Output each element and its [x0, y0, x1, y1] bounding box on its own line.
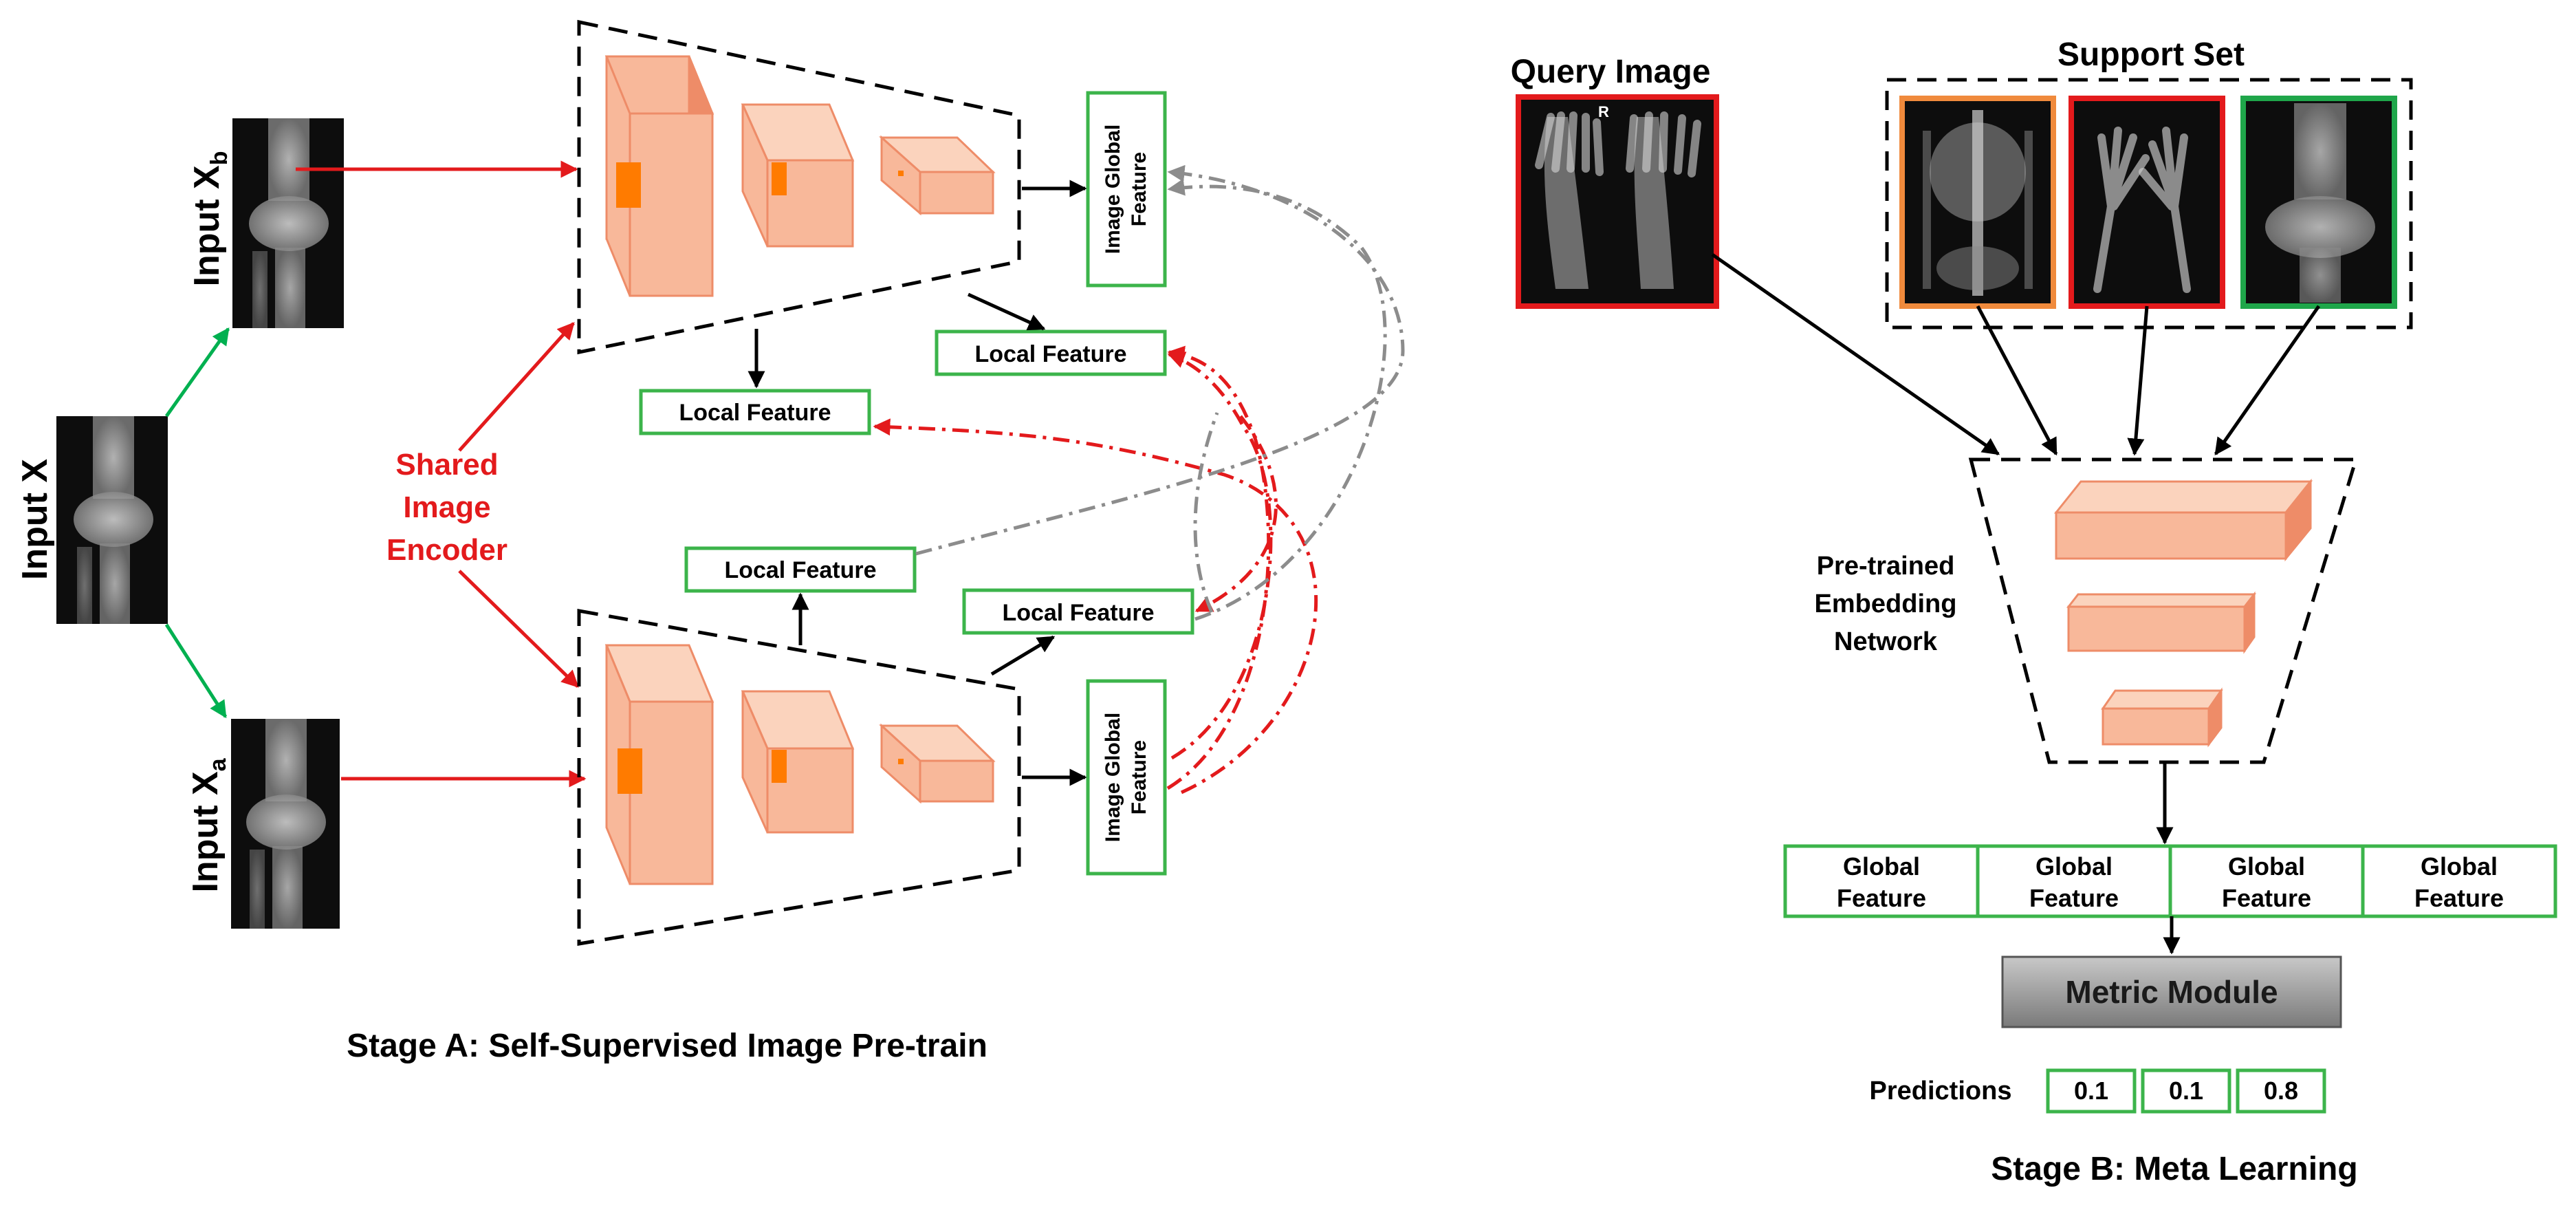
arrow-support-3-to-embedding [2214, 305, 2321, 456]
svg-text:Local Feature: Local Feature [679, 400, 831, 426]
svg-text:Shared: Shared [395, 448, 498, 482]
svg-text:R: R [1598, 103, 1609, 120]
svg-text:Pre-trained: Pre-trained [1817, 552, 1955, 581]
support-image-knee [2240, 96, 2397, 309]
svg-text:Feature: Feature [2222, 884, 2311, 912]
prediction-value-2: 0.1 [2169, 1077, 2203, 1105]
encoder-bottom-blocks [604, 644, 996, 885]
xray-input-xb [232, 118, 344, 328]
encoder-top-frame [577, 19, 1021, 355]
arrow-support-2-to-embedding [2127, 305, 2149, 456]
svg-text:Feature: Feature [2414, 884, 2504, 912]
red-arrow-shared-to-bottom [458, 570, 579, 688]
prediction-value-3: 0.8 [2264, 1077, 2298, 1105]
svg-text:Metric Module: Metric Module [2065, 974, 2278, 1010]
green-arrow-to-xb [164, 327, 230, 418]
encoder-top-blocks [604, 55, 996, 297]
encoder-bottom-frame [577, 609, 1021, 946]
red-arrow-shared-to-top [458, 322, 575, 452]
svg-text:Global: Global [2421, 852, 2498, 881]
svg-text:Embedding: Embedding [1815, 590, 1957, 618]
arrow-top-to-local-right [967, 292, 1046, 331]
local-feature-top-right: Local Feature [935, 329, 1167, 376]
arrow-bottom-to-local-right [990, 635, 1056, 676]
gray-contrastive-arrows [915, 164, 1405, 621]
local-feature-bottom-right: Local Feature [962, 588, 1194, 635]
svg-text:Local Feature: Local Feature [974, 341, 1126, 367]
input-xb-label: Input Xb [187, 151, 232, 287]
input-x-label: Input X [15, 459, 55, 581]
support-image-hands [2069, 96, 2225, 309]
svg-text:Feature: Feature [2029, 884, 2119, 912]
arrow-query-to-embedding [1711, 252, 2000, 456]
global-feature-labels: Global Feature Global Feature Global Fea… [1837, 852, 2504, 912]
svg-text:Network: Network [1834, 627, 1938, 656]
support-set-title: Support Set [2057, 36, 2245, 73]
svg-text:Local Feature: Local Feature [1002, 600, 1154, 626]
predictions-label: Predictions [1870, 1077, 2012, 1105]
red-contrastive-arrows [873, 345, 1318, 795]
svg-text:Global: Global [2035, 852, 2113, 881]
input-xa-label: Input Xa [186, 757, 231, 892]
svg-text:Feature: Feature [1128, 740, 1150, 814]
svg-text:Feature: Feature [1128, 152, 1150, 226]
global-feature-cells [1783, 844, 2557, 918]
query-image: R [1516, 94, 1719, 309]
svg-text:Image Global: Image Global [1102, 125, 1124, 254]
embedding-frame [1968, 457, 2359, 764]
support-image-chest [1899, 96, 2056, 309]
embedding-label: Pre-trained Embedding Network [1815, 552, 1957, 656]
prediction-boxes [2046, 1068, 2326, 1114]
global-feature-bottom: Image Global Feature [1086, 679, 1167, 876]
svg-text:Local Feature: Local Feature [724, 557, 876, 583]
svg-text:Feature: Feature [1837, 884, 1926, 912]
svg-text:Image: Image [403, 490, 490, 524]
arrow-support-1-to-embedding [1976, 305, 2058, 456]
support-set-frame [1885, 78, 2413, 329]
stage-a-caption: Stage A: Self-Supervised Image Pre-train [347, 1028, 987, 1064]
svg-text:Global: Global [1843, 852, 1920, 881]
global-feature-top: Image Global Feature [1086, 91, 1167, 288]
green-arrow-to-xa [164, 623, 228, 719]
metric-module: Metric Module [2001, 955, 2342, 1028]
query-image-title: Query Image [1511, 54, 1711, 90]
svg-text:Image Global: Image Global [1102, 713, 1124, 842]
xray-input-x [56, 416, 168, 624]
svg-text:Encoder: Encoder [386, 533, 507, 567]
embedding-blocks [2053, 478, 2313, 748]
xray-input-xa [231, 719, 340, 929]
svg-text:Global: Global [2228, 852, 2305, 881]
local-feature-bottom-left: Local Feature [684, 546, 917, 593]
stage-b-caption: Stage B: Meta Learning [1991, 1151, 2357, 1187]
prediction-value-1: 0.1 [2074, 1077, 2108, 1105]
shared-encoder-label: Shared Image Encoder [386, 448, 507, 567]
local-feature-top-left: Local Feature [639, 389, 871, 435]
